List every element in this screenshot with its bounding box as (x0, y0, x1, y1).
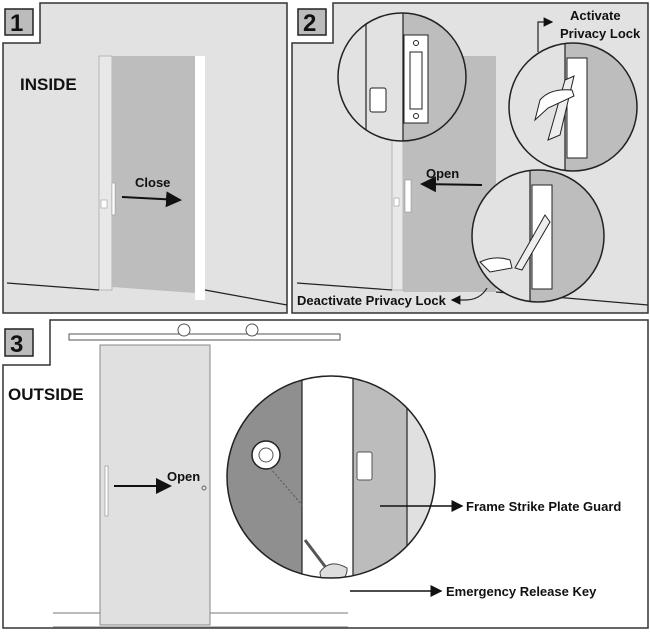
open-label: Open (426, 166, 459, 181)
barn-door-rail (68, 323, 341, 341)
step-number-badge (4, 8, 34, 36)
privacy-lock-plate (404, 179, 412, 213)
step-number-badge (4, 328, 34, 357)
step-3-panel: 3 OUTSIDE Open (2, 319, 649, 629)
step-number-badge (297, 8, 327, 36)
emergency-key (319, 563, 348, 578)
emergency-keyhole (251, 440, 281, 470)
strike-plate-label: Frame Strike Plate Guard (466, 499, 621, 514)
side-label: OUTSIDE (8, 385, 84, 404)
step-number: 3 (10, 331, 23, 358)
lock-icon (100, 199, 108, 209)
detail-circle-emergency (226, 375, 436, 579)
arrow-icon (450, 287, 488, 305)
step-number: 2 (303, 10, 316, 37)
open-label: Open (167, 469, 200, 484)
strike-plate (356, 451, 373, 481)
arrow-icon (537, 17, 554, 52)
activate-label: Activate (570, 8, 621, 23)
step-1-panel: 1 INSIDE Close (2, 2, 288, 314)
activate-label-line2: Privacy Lock (560, 26, 641, 41)
step-number: 1 (10, 10, 23, 37)
arrow-left-icon (420, 176, 483, 193)
side-label: INSIDE (20, 75, 77, 94)
keyhole (201, 485, 207, 491)
close-label: Close (135, 175, 170, 190)
door-handle (111, 182, 116, 216)
door-handle (104, 465, 109, 517)
step-2-panel: 2 Open (291, 2, 649, 314)
key-label: Emergency Release Key (446, 584, 597, 599)
door-inside-closed (6, 55, 288, 306)
deactivate-label: Deactivate Privacy Lock (297, 293, 447, 308)
arrow-right-icon (121, 191, 182, 208)
